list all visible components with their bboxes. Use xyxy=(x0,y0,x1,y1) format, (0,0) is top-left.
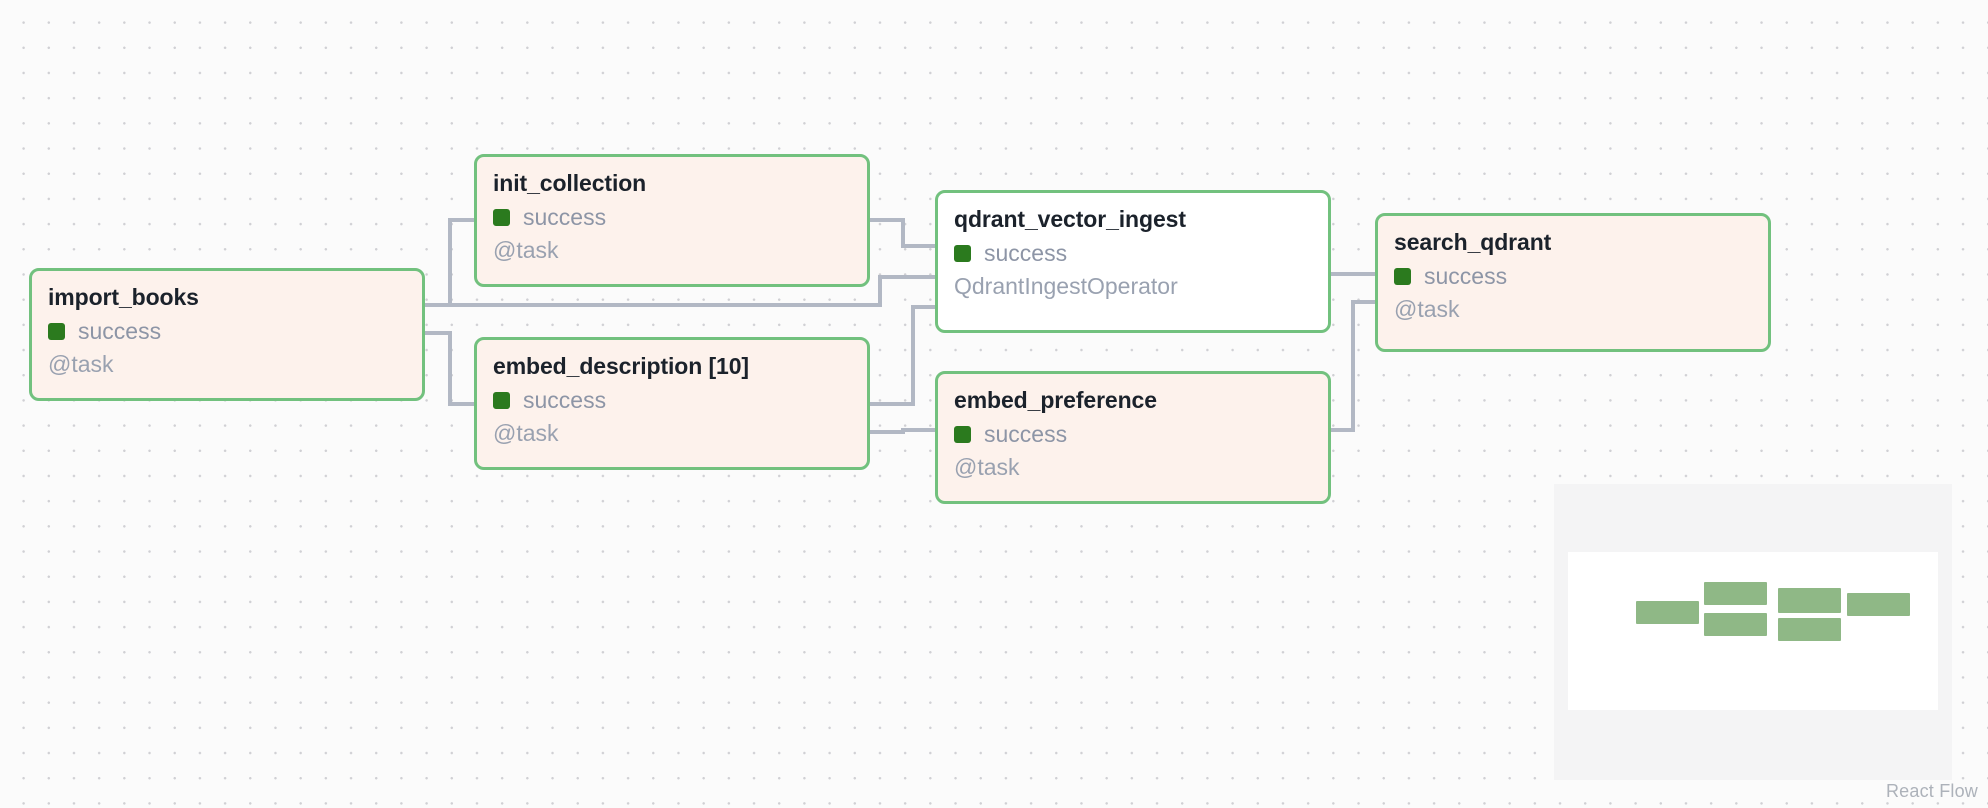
node-subtitle: @task xyxy=(1394,295,1460,322)
node-init_collection[interactable]: init_collection success @task xyxy=(474,154,870,287)
node-status-text: success xyxy=(523,203,607,230)
node-embed_preference[interactable]: embed_preference success @task xyxy=(935,371,1331,504)
react-flow-attribution[interactable]: React Flow xyxy=(1885,781,1978,801)
status-success-swatch-icon xyxy=(493,391,510,409)
edge-embed_description-qdrant_vector_ingest xyxy=(870,305,935,406)
node-qdrant_vector_ingest[interactable]: qdrant_vector_ingest success QdrantInges… xyxy=(935,190,1331,333)
node-title: init_collection xyxy=(493,170,647,196)
node-status-row: success xyxy=(48,317,406,344)
minimap-node-embed_preference xyxy=(1778,618,1841,641)
node-import_books[interactable]: import_books success @task xyxy=(29,268,425,401)
node-subtitle: @task xyxy=(493,236,559,263)
node-embed_description[interactable]: embed_description [10] success @task xyxy=(474,337,870,470)
node-status-text: success xyxy=(984,420,1068,447)
edge-embed_preference-search_qdrant xyxy=(1331,300,1375,432)
node-subtitle: @task xyxy=(493,419,559,446)
node-status-text: success xyxy=(984,239,1068,266)
node-status-row: success xyxy=(954,239,1312,266)
node-subtitle: @task xyxy=(48,350,114,377)
minimap-node-search_qdrant xyxy=(1847,593,1910,616)
node-title: import_books xyxy=(48,284,199,310)
minimap-node-embed_description xyxy=(1704,613,1767,636)
status-success-swatch-icon xyxy=(954,244,971,262)
node-title: embed_preference xyxy=(954,387,1157,413)
edge-init_collection-qdrant_vector_ingest xyxy=(870,218,935,248)
edge-import_books-init_collection xyxy=(425,218,474,307)
minimap-node-import_books xyxy=(1636,601,1699,624)
status-success-swatch-icon xyxy=(954,425,971,443)
node-search_qdrant[interactable]: search_qdrant success @task xyxy=(1375,213,1771,352)
node-status-row: success xyxy=(493,203,851,230)
minimap-panel[interactable] xyxy=(1554,484,1952,780)
node-status-row: success xyxy=(954,420,1312,447)
node-subtitle: @task xyxy=(954,453,1020,480)
node-status-text: success xyxy=(1424,262,1508,289)
edge-embed_description-embed_preference xyxy=(870,428,935,434)
node-status-text: success xyxy=(78,317,162,344)
edge-import_books-embed_description xyxy=(425,331,474,406)
node-title: search_qdrant xyxy=(1394,229,1552,255)
status-success-swatch-icon xyxy=(493,208,510,226)
minimap-node-qdrant_vector_ingest xyxy=(1778,588,1841,613)
minimap-node-init_collection xyxy=(1704,582,1767,605)
node-title: qdrant_vector_ingest xyxy=(954,206,1186,232)
node-title: embed_description [10] xyxy=(493,353,749,379)
node-status-row: success xyxy=(1394,262,1752,289)
node-status-row: success xyxy=(493,386,851,413)
node-subtitle: QdrantIngestOperator xyxy=(954,272,1178,299)
node-status-text: success xyxy=(523,386,607,413)
status-success-swatch-icon xyxy=(48,322,65,340)
status-success-swatch-icon xyxy=(1394,267,1411,285)
